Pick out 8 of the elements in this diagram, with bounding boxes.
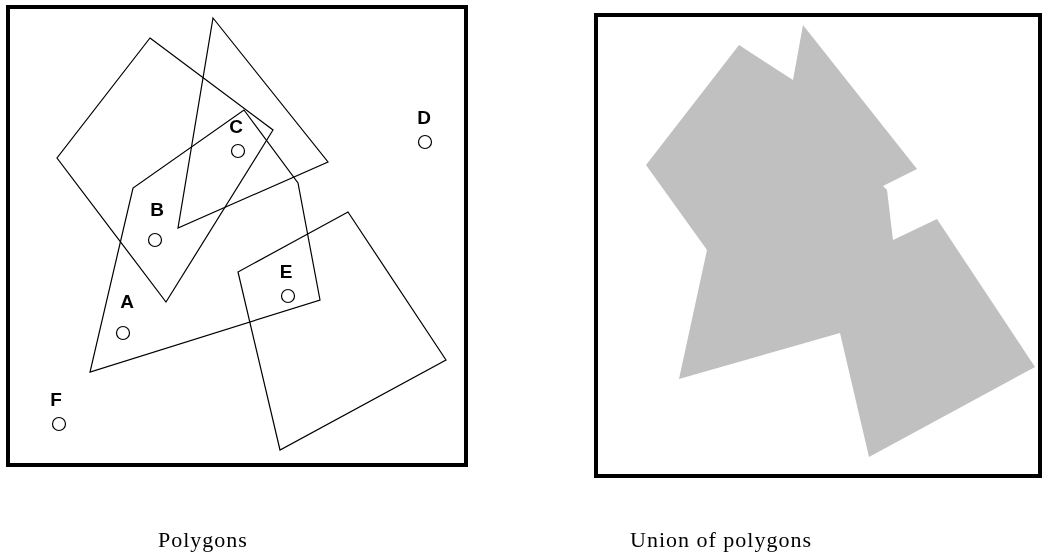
- panel-caption: Union of polygons: [630, 528, 812, 552]
- point-label: C: [229, 117, 243, 137]
- point-label: B: [150, 200, 164, 220]
- point-label: D: [417, 108, 431, 128]
- point-label: F: [50, 390, 62, 410]
- point-label: E: [279, 262, 293, 282]
- point-label: A: [120, 292, 134, 312]
- panel-caption: Polygons: [158, 528, 248, 552]
